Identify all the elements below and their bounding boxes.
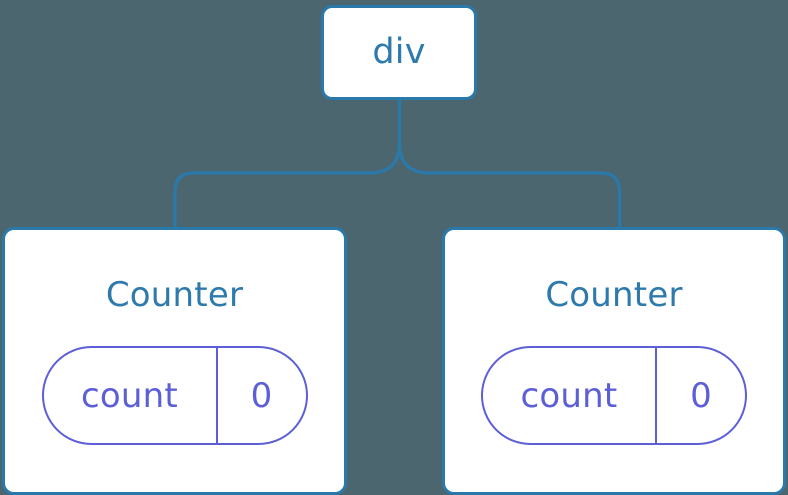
- state-pill[interactable]: count 0: [41, 346, 308, 445]
- state-value-cell: 0: [657, 348, 745, 443]
- state-pill[interactable]: count 0: [481, 346, 747, 445]
- component-title: Counter: [105, 275, 244, 315]
- state-key-label: count: [520, 375, 618, 416]
- state-value-label: 0: [250, 375, 273, 416]
- component-title: Counter: [545, 275, 683, 315]
- state-key-cell: count: [483, 348, 657, 443]
- component-card-counter-2[interactable]: Counter count 0: [442, 227, 786, 495]
- node-div[interactable]: div: [321, 5, 477, 100]
- state-key-label: count: [81, 375, 178, 416]
- state-key-cell: count: [44, 348, 218, 443]
- state-value-label: 0: [690, 375, 712, 416]
- component-card-counter-1[interactable]: Counter count 0: [2, 227, 347, 495]
- node-div-label: div: [372, 32, 426, 72]
- state-value-cell: 0: [218, 348, 306, 443]
